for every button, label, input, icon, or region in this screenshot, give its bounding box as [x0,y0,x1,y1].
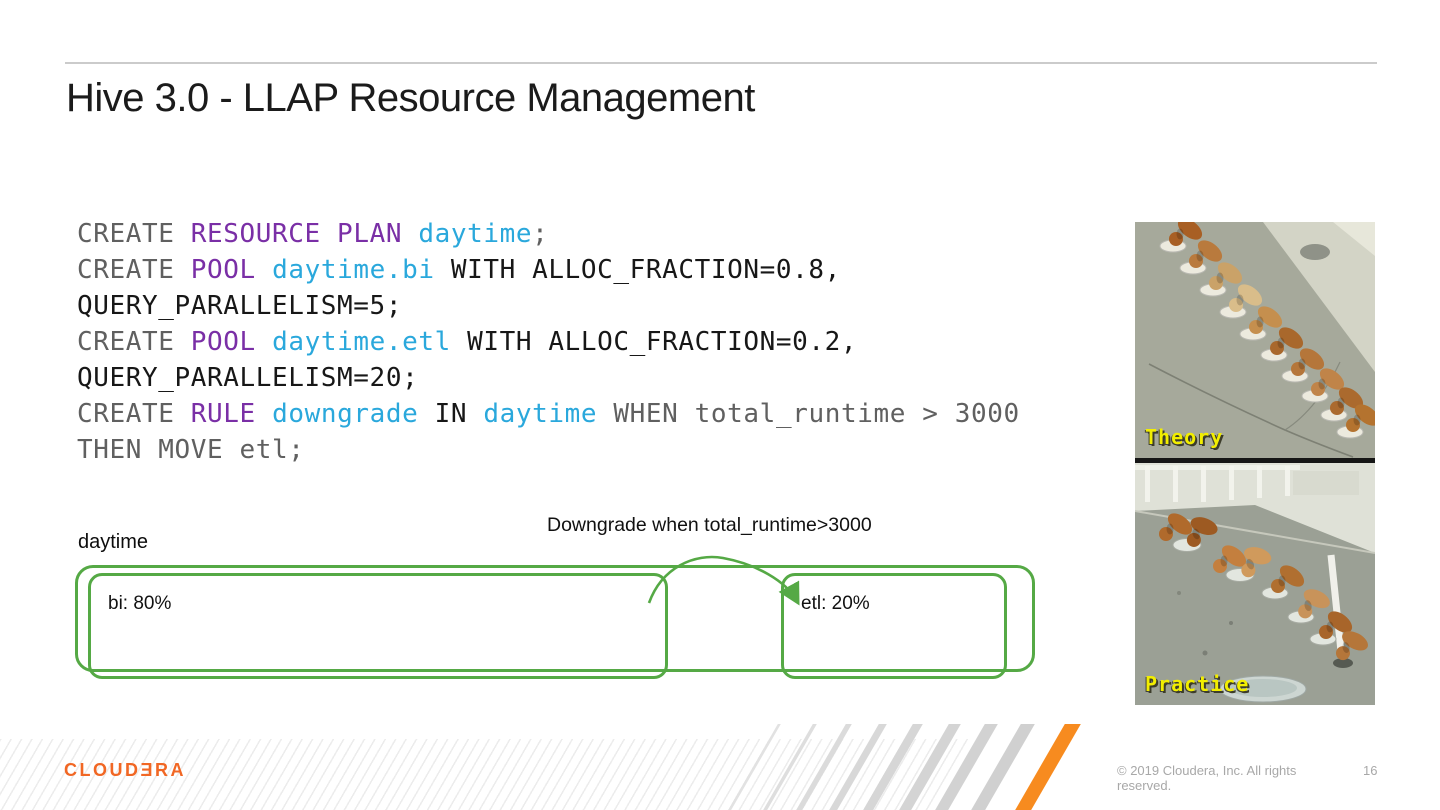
photo-column: Theory [1135,222,1375,705]
code-token: RULE [190,399,273,429]
theory-photo-illustration [1135,222,1375,458]
copyright-text: © 2019 Cloudera, Inc. All rights reserve… [1117,763,1297,793]
practice-label: Practice [1145,672,1250,696]
code-snippet: CREATE RESOURCE PLAN daytime;CREATE POOL… [77,216,1020,468]
code-line: QUERY_PARALLELISM=5; [77,288,1020,324]
code-token: ; [532,219,549,249]
code-token: POOL [190,255,273,285]
page-title: Hive 3.0 - LLAP Resource Management [66,76,755,120]
resource-plan-label: daytime [78,531,149,553]
pool-bi-box: bi: 80% [88,573,668,679]
practice-photo: Practice [1135,463,1375,705]
code-token: downgrade [272,399,435,429]
cloudera-logo: CLOUDƎRA [64,760,186,780]
code-token: CREATE [77,327,191,357]
downgrade-annotation: Downgrade when total_runtime>3000 [547,514,872,536]
code-token: QUERY_PARALLELISM=20; [77,363,419,393]
daytime-plan-box: bi: 80% etl: 20% [75,565,1035,679]
code-token: CREATE [77,219,191,249]
page-number: 16 [1363,763,1378,778]
footer-hatch-pattern [0,739,990,810]
code-line: THEN MOVE etl; [77,432,1020,468]
code-token: WITH ALLOC_FRACTION=0.2, [467,327,858,357]
code-token: POOL [190,327,273,357]
theory-photo: Theory [1135,222,1375,458]
code-token: RESOURCE PLAN [190,219,419,249]
pool-etl-label: etl: 20% [801,593,870,614]
code-token: WHEN total_runtime > 3000 [613,399,1020,429]
practice-photo-illustration [1135,463,1375,705]
code-token: QUERY_PARALLELISM=5; [77,291,403,321]
code-token: THEN MOVE etl; [77,435,305,465]
pool-etl-box: etl: 20% [781,573,1007,679]
code-token: CREATE [77,255,191,285]
code-line: CREATE RESOURCE PLAN daytime; [77,216,1020,252]
code-token: daytime.bi [272,255,451,285]
code-line: CREATE RULE downgrade IN daytime WHEN to… [77,396,1020,432]
code-line: CREATE POOL daytime.etl WITH ALLOC_FRACT… [77,324,1020,360]
code-line: CREATE POOL daytime.bi WITH ALLOC_FRACTI… [77,252,1020,288]
code-token: daytime [483,399,614,429]
code-token: WITH ALLOC_FRACTION=0.8, [450,255,841,285]
theory-label: Theory [1145,425,1224,449]
pool-bi-label: bi: 80% [108,593,172,614]
code-token: IN [434,399,484,429]
code-token: daytime [418,219,533,249]
code-token: CREATE [77,399,191,429]
title-divider [65,62,1377,64]
code-token: daytime.etl [272,327,468,357]
code-line: QUERY_PARALLELISM=20; [77,360,1020,396]
